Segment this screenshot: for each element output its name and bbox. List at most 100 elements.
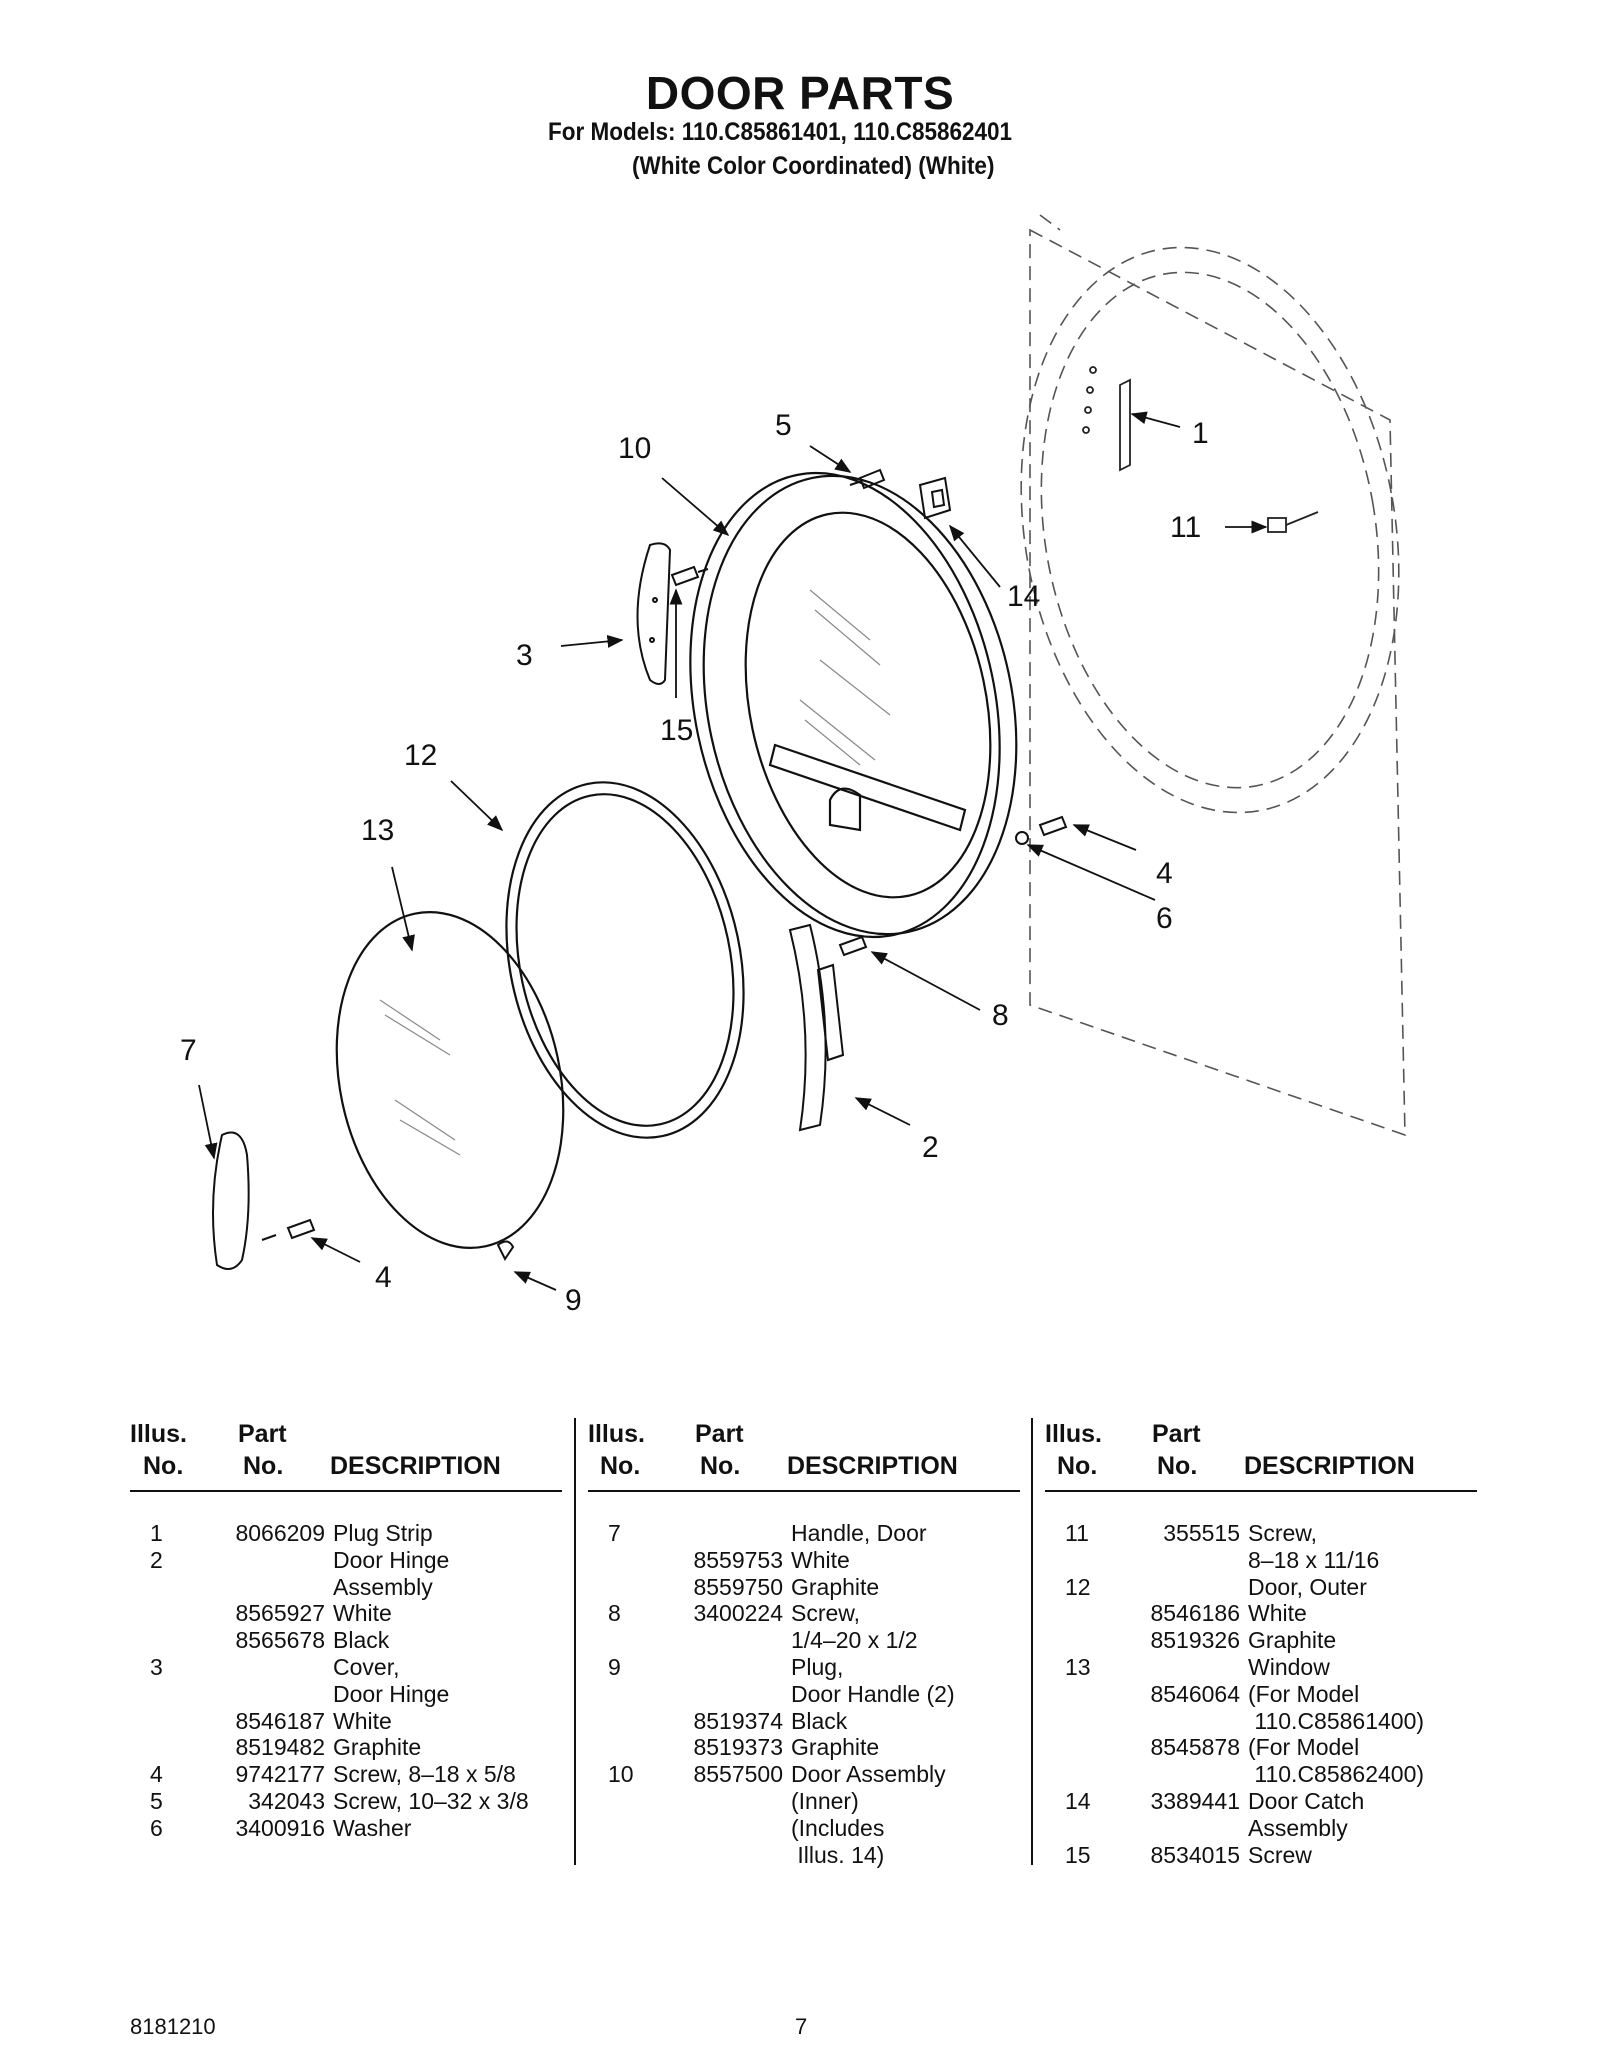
outer-door-part bbox=[505, 781, 745, 1139]
illus-no-cell: 8 bbox=[608, 1600, 621, 1627]
col1-header-rule bbox=[130, 1490, 562, 1492]
callout-9: 9 bbox=[565, 1284, 582, 1317]
color-subtitle: (White Color Coordinated) (White) bbox=[632, 152, 995, 180]
description-cell: 110.C85861400) bbox=[1248, 1707, 1425, 1734]
plug-strip-part bbox=[1082, 366, 1131, 472]
page-number: 7 bbox=[795, 2014, 808, 2039]
part-no-cell: 8534015 bbox=[1150, 1841, 1240, 1868]
description-cell: Window bbox=[1248, 1654, 1330, 1680]
illus-no-cell: 14 bbox=[1065, 1788, 1091, 1814]
rear-screw-part bbox=[1267, 511, 1319, 533]
col1-part-header-1: Part bbox=[238, 1420, 287, 1448]
part-no-cell: 8565927 bbox=[235, 1600, 325, 1627]
description-cell: Plug Strip bbox=[333, 1520, 433, 1546]
description-cell: Assembly bbox=[1248, 1814, 1348, 1841]
callout-11: 11 bbox=[1170, 511, 1201, 544]
col1-part-header-2: No. bbox=[243, 1452, 284, 1480]
part-no-cell: 8559750 bbox=[693, 1573, 783, 1600]
callout-3: 3 bbox=[516, 639, 533, 672]
illus-no-cell: 7 bbox=[608, 1520, 621, 1546]
hinge-assembly-part bbox=[788, 923, 845, 1132]
screw-4-lower-part bbox=[261, 1218, 316, 1241]
description-cell: Cover, bbox=[333, 1654, 400, 1680]
col2-desc-header: DESCRIPTION bbox=[787, 1452, 958, 1480]
description-cell: Screw, bbox=[1248, 1520, 1318, 1546]
illus-no-cell: 11 bbox=[1065, 1520, 1089, 1546]
description-cell: Black bbox=[333, 1627, 390, 1654]
description-cell: (Inner) bbox=[791, 1788, 859, 1814]
description-cell: Screw, 10–32 x 3/8 bbox=[333, 1788, 529, 1814]
exploded-parts-diagram: 1 11 5 10 14 3 15 12 13 4 6 8 7 2 4 9 bbox=[180, 214, 1406, 1317]
screw-5-part bbox=[849, 468, 886, 490]
callout-6: 6 bbox=[1156, 902, 1173, 935]
illus-no-cell: 9 bbox=[608, 1654, 621, 1680]
description-cell: Door Hinge bbox=[333, 1680, 450, 1707]
part-no-cell: 355515 bbox=[1163, 1520, 1240, 1546]
plug-part bbox=[496, 1240, 515, 1261]
description-cell: Screw, bbox=[791, 1600, 861, 1627]
inner-door-part bbox=[689, 471, 1018, 939]
illus-no-cell: 15 bbox=[1065, 1841, 1091, 1868]
callout-1: 1 bbox=[1192, 417, 1209, 450]
part-no-cell: 8559753 bbox=[693, 1546, 783, 1573]
illus-no-cell: 13 bbox=[1065, 1654, 1091, 1680]
col2-header-rule bbox=[588, 1490, 1020, 1492]
part-no-cell: 8519482 bbox=[235, 1734, 325, 1761]
door-catch-part bbox=[918, 476, 952, 520]
col3-illus-header-2: No. bbox=[1057, 1452, 1098, 1480]
callout-7: 7 bbox=[180, 1034, 197, 1067]
callout-4-lower: 4 bbox=[375, 1261, 392, 1294]
description-cell: (Includes bbox=[791, 1814, 885, 1841]
description-cell: 8–18 x 11/16 bbox=[1248, 1546, 1380, 1573]
part-no-cell: 8519373 bbox=[693, 1734, 783, 1761]
description-cell: Graphite bbox=[791, 1573, 880, 1600]
col1-illus-header-1: Illus. bbox=[130, 1420, 187, 1448]
description-cell: Screw, 8–18 x 5/8 bbox=[333, 1761, 516, 1788]
description-cell: White bbox=[333, 1600, 392, 1627]
description-cell: White bbox=[333, 1707, 392, 1734]
description-cell: Door Catch bbox=[1248, 1788, 1365, 1814]
illus-no-cell: 6 bbox=[150, 1814, 163, 1841]
illus-no-cell: 5 bbox=[150, 1788, 163, 1814]
part-no-cell: 3389441 bbox=[1150, 1788, 1240, 1814]
part-no-cell: 8565678 bbox=[235, 1627, 325, 1654]
description-cell: Black bbox=[791, 1707, 848, 1734]
part-no-cell: 8557500 bbox=[693, 1761, 783, 1788]
part-no-cell: 342043 bbox=[248, 1788, 325, 1814]
callout-10: 10 bbox=[618, 432, 651, 465]
col2-part-header-1: Part bbox=[695, 1420, 744, 1448]
description-cell: Door Assembly bbox=[791, 1761, 946, 1788]
description-cell: Graphite bbox=[1248, 1627, 1337, 1654]
screw-4-upper-part bbox=[1015, 815, 1068, 845]
description-cell: Door, Outer bbox=[1248, 1573, 1367, 1600]
col1-illus-header-2: No. bbox=[143, 1452, 184, 1480]
description-cell: White bbox=[791, 1546, 850, 1573]
description-cell: Plug, bbox=[791, 1654, 844, 1680]
part-no-cell: 9742177 bbox=[235, 1761, 325, 1788]
description-cell: 110.C85862400) bbox=[1248, 1761, 1425, 1788]
illus-no-cell: 10 bbox=[608, 1761, 634, 1788]
callout-15: 15 bbox=[660, 714, 693, 747]
illus-no-cell: 3 bbox=[150, 1654, 163, 1680]
callout-8: 8 bbox=[992, 999, 1009, 1032]
callout-5: 5 bbox=[775, 409, 792, 442]
description-cell: Assembly bbox=[333, 1573, 433, 1600]
illus-no-cell: 2 bbox=[150, 1546, 163, 1573]
page-title: DOOR PARTS bbox=[645, 67, 955, 119]
models-subtitle: For Models: 110.C85861401, 110.C85862401 bbox=[548, 118, 1013, 146]
callout-13: 13 bbox=[361, 814, 394, 847]
part-no-cell: 3400224 bbox=[693, 1600, 783, 1627]
col3-desc-header: DESCRIPTION bbox=[1244, 1452, 1415, 1480]
description-cell: Door Handle (2) bbox=[791, 1680, 955, 1707]
callout-2: 2 bbox=[922, 1131, 939, 1164]
part-no-cell: 3400916 bbox=[235, 1814, 325, 1841]
description-cell: Washer bbox=[333, 1814, 412, 1841]
description-cell: White bbox=[1248, 1600, 1307, 1627]
callout-14: 14 bbox=[1007, 580, 1040, 613]
hinge-cover-part bbox=[636, 542, 672, 685]
description-cell: Screw bbox=[1248, 1841, 1312, 1868]
col3-part-header-2: No. bbox=[1157, 1452, 1198, 1480]
column-divider-1 bbox=[574, 1418, 576, 1865]
part-no-cell: 8066209 bbox=[235, 1520, 325, 1546]
description-cell: Handle, Door bbox=[791, 1520, 927, 1546]
